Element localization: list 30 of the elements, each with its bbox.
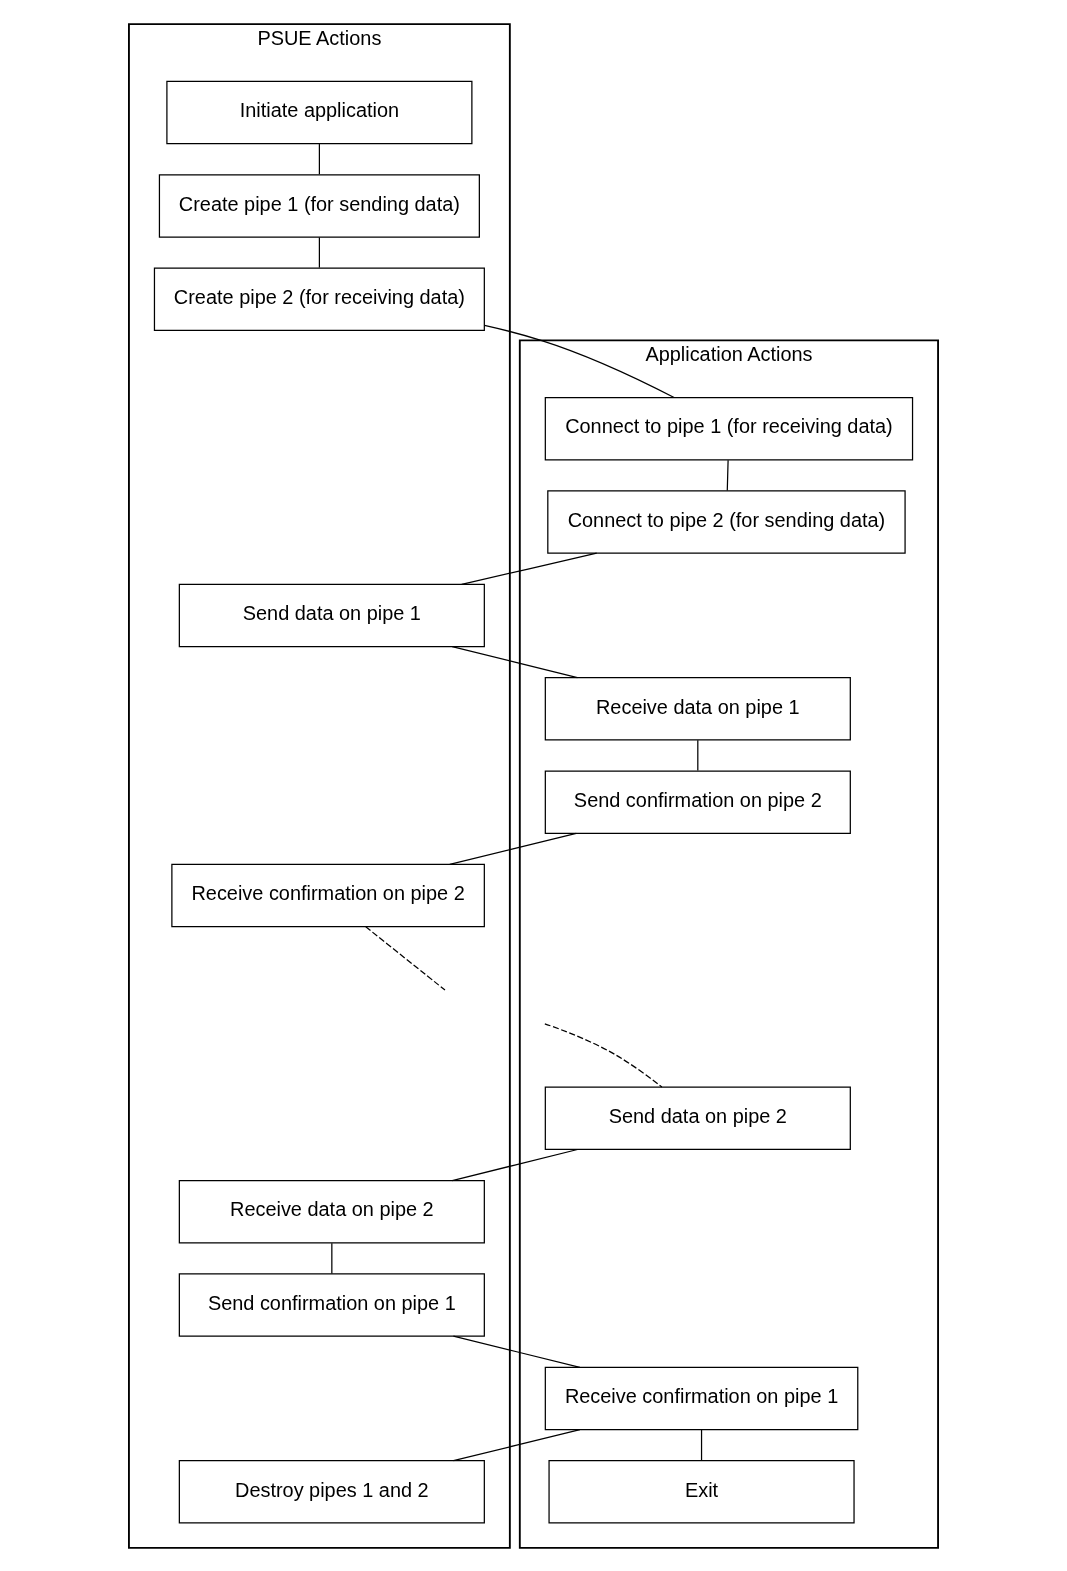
connector bbox=[700, 1428, 703, 1461]
node-box: Destroy pipes 1 and 2 bbox=[178, 1459, 485, 1524]
connector bbox=[726, 459, 729, 491]
node-box: Create pipe 1 (for sending data) bbox=[158, 173, 480, 238]
connector bbox=[451, 645, 578, 678]
node-box: Receive data on pipe 2 bbox=[178, 1179, 485, 1243]
connector bbox=[483, 324, 675, 398]
node-box: Send data on pipe 1 bbox=[178, 583, 485, 647]
node-box: Receive data on pipe 1 bbox=[544, 676, 851, 741]
connector bbox=[452, 1335, 581, 1368]
connector bbox=[318, 236, 320, 268]
connector bbox=[461, 552, 598, 585]
node-box: Receive confirmation on pipe 2 bbox=[171, 863, 485, 927]
connector bbox=[452, 1428, 581, 1461]
connector bbox=[318, 142, 320, 175]
node-box: Connect to pipe 1 (for receiving data) bbox=[544, 396, 914, 460]
node-box: Receive confirmation on pipe 1 bbox=[544, 1366, 859, 1430]
connector bbox=[451, 1148, 579, 1181]
node-box: Initiate application bbox=[166, 80, 473, 144]
node-box: Connect to pipe 2 (for sending data) bbox=[547, 489, 906, 554]
node-box: Exit bbox=[548, 1459, 855, 1524]
node-box: Send confirmation on pipe 2 bbox=[544, 769, 851, 834]
connector bbox=[449, 832, 577, 865]
node-box: Send confirmation on pipe 1 bbox=[178, 1272, 485, 1337]
node-box: Create pipe 2 (for receiving data) bbox=[153, 267, 485, 331]
connector bbox=[365, 925, 446, 991]
connector bbox=[544, 1022, 663, 1088]
connector bbox=[331, 1242, 333, 1274]
connector bbox=[697, 739, 699, 771]
node-box: Send data on pipe 2 bbox=[544, 1086, 851, 1150]
